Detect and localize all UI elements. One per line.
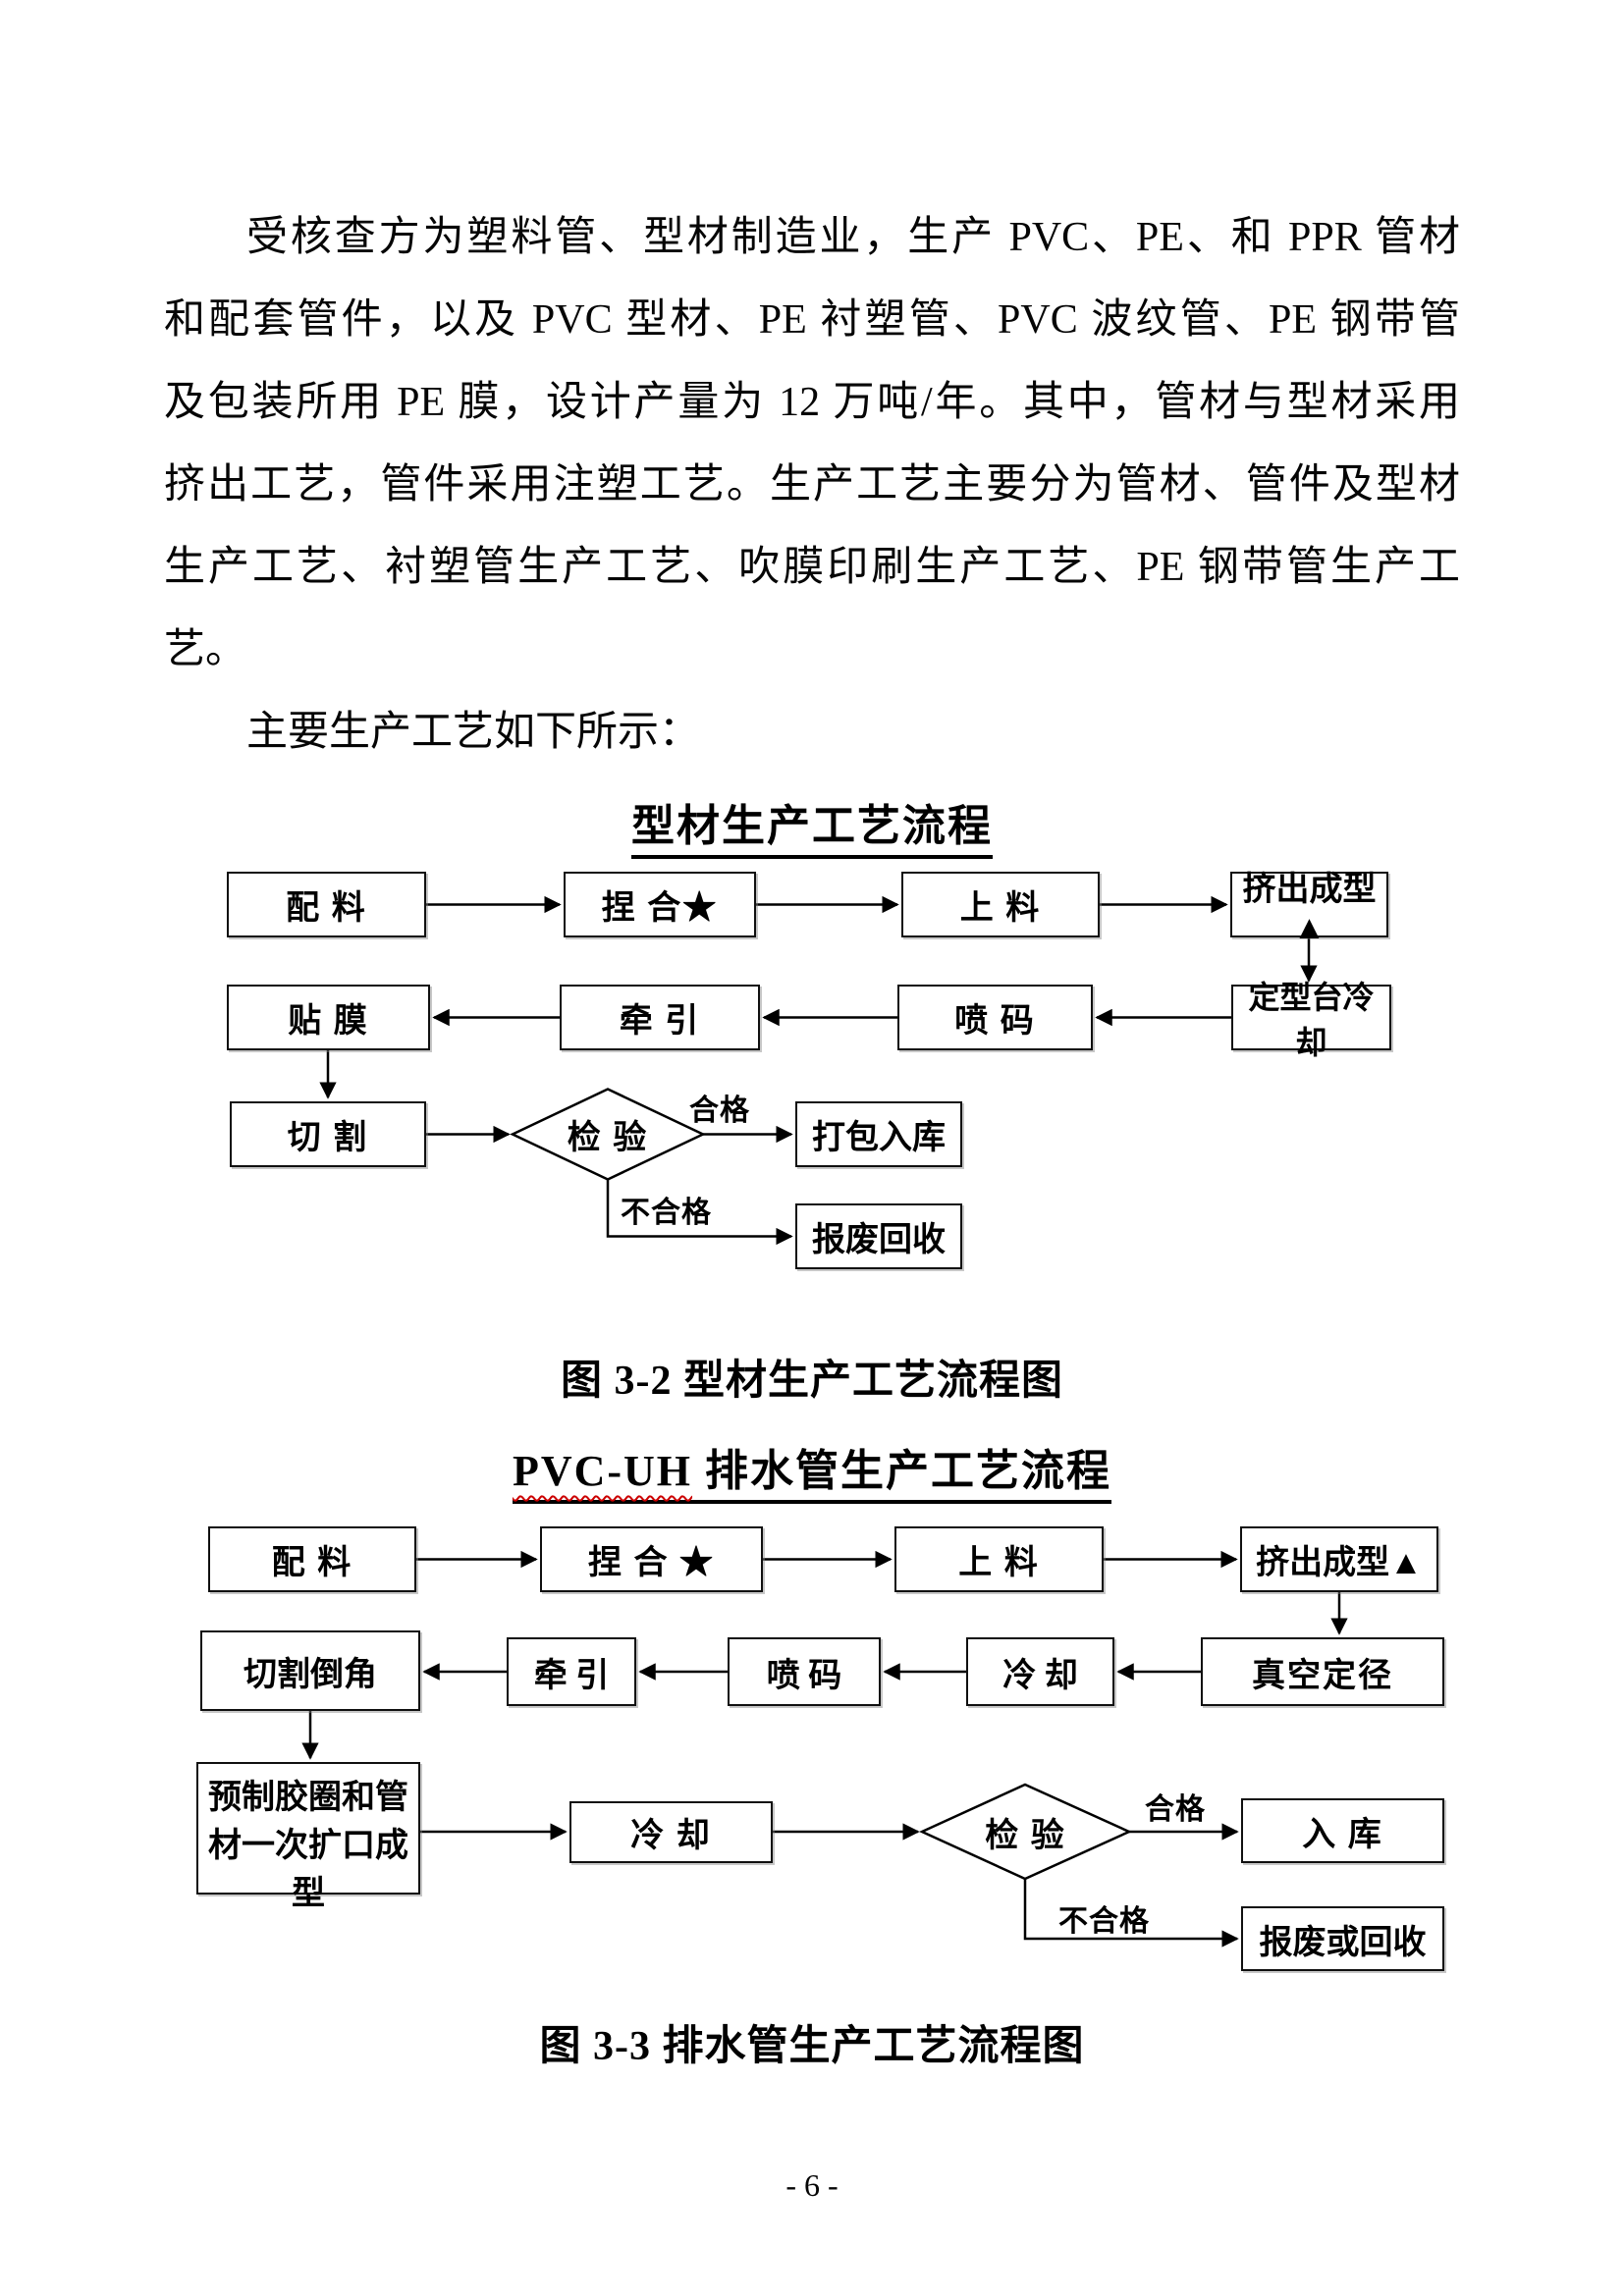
- edge-label-fail: 不合格: [621, 1197, 712, 1229]
- flowchart-node: 配 料: [227, 872, 426, 937]
- decision-node-label: 检 验: [985, 1817, 1066, 1854]
- figure2-title-rest: 排水管生产工艺流程: [692, 1447, 1112, 1495]
- edge-label-fail: 不合格: [1058, 1905, 1150, 1938]
- figure1-title: 型材生产工艺流程: [0, 790, 1624, 859]
- flowchart-node: 切割倒角: [200, 1630, 420, 1711]
- flowchart-node: 配 料: [208, 1526, 416, 1592]
- flowchart-node: 牵 引: [507, 1637, 636, 1706]
- flowchart-node: 喷 码: [897, 985, 1093, 1050]
- flowchart-node: 牵 引: [560, 985, 760, 1050]
- flowchart-node: 预制胶圈和管 材一次扩口成型: [196, 1762, 420, 1912]
- flowchart-node: 捏 合 ★: [540, 1526, 763, 1592]
- figure2-caption: 图 3-3 排水管生产工艺流程图: [539, 2024, 1085, 2069]
- flowchart-node: 挤出成型▲: [1230, 872, 1388, 946]
- flowchart-node: 切 割: [230, 1101, 426, 1167]
- edge-label-pass: 合格: [1145, 1793, 1206, 1826]
- flowchart-node-line: 材一次扩口成型: [208, 1828, 408, 1912]
- page-number: - 6 -: [785, 2167, 839, 2203]
- flowchart-node: 冷 却: [966, 1637, 1114, 1706]
- body-paragraph: 受核查方为塑料管、型材制造业，生产 PVC、PE、和 PPR 管材 和配套管件，…: [164, 196, 1460, 774]
- flowchart-figure1: 配 料 捏 合★ 上 料 挤出成型▲ 贴 膜 牵 引 喷 码 定型台冷却 切 割…: [0, 854, 1624, 1296]
- flowchart-node: 上 料: [894, 1526, 1104, 1592]
- flowchart-node: 喷 码: [728, 1637, 881, 1706]
- flowchart-node-line: 预制胶圈和管: [208, 1780, 408, 1816]
- figure2-title-pvcuh: PVC-UH: [512, 1447, 693, 1495]
- figure2-title-text: PVC-UH 排水管生产工艺流程: [512, 1435, 1112, 1504]
- flowchart-node: 冷 却: [569, 1801, 773, 1863]
- decision-node-label: 检 验: [567, 1119, 649, 1156]
- paragraph-line: 受核查方为塑料管、型材制造业，生产 PVC、PE、和 PPR 管材: [246, 215, 1460, 260]
- figure1-caption: 图 3-2 型材生产工艺流程图: [561, 1359, 1063, 1404]
- flowchart-node: 打包入库: [795, 1101, 962, 1167]
- flowchart-connectors: [319, 895, 1318, 1246]
- figure1-title-text: 型材生产工艺流程: [631, 790, 993, 859]
- figure2-title: PVC-UH 排水管生产工艺流程: [0, 1435, 1624, 1504]
- flowchart-connectors: [301, 1550, 1348, 1948]
- flowchart-node: 上 料: [901, 872, 1100, 937]
- flowchart-node: 报废或回收: [1241, 1906, 1444, 1971]
- flowchart-node: 捏 合★: [564, 872, 756, 937]
- paragraph-line: 艺。: [164, 627, 247, 672]
- flowchart-node: 定型台冷却: [1231, 980, 1391, 1060]
- flowchart-node: 真空定径: [1201, 1637, 1444, 1706]
- flowchart-node: 报废回收: [795, 1203, 962, 1269]
- paragraph-line: 及包装所用 PE 膜，设计产量为 12 万吨/年。其中，管材与型材采用: [164, 380, 1460, 425]
- paragraph-line: 挤出工艺，管件采用注塑工艺。生产工艺主要分为管材、管件及型材: [164, 462, 1460, 507]
- flowchart-node: 贴 膜: [227, 985, 430, 1050]
- paragraph-line: 和配套管件，以及 PVC 型材、PE 衬塑管、PVC 波纹管、PE 钢带管: [164, 297, 1460, 343]
- flowchart-node: 入 库: [1241, 1798, 1444, 1863]
- edge-label-pass: 合格: [689, 1095, 750, 1127]
- paragraph-line: 生产工艺、衬塑管生产工艺、吹膜印刷生产工艺、PE 钢带管生产工: [164, 545, 1460, 590]
- flowchart-figure2: 配 料 捏 合 ★ 上 料 挤出成型▲ 切割倒角 牵 引 喷 码 冷 却 真空定…: [0, 1512, 1624, 1983]
- paragraph-line: 主要生产工艺如下所示：: [246, 710, 701, 755]
- flowchart-node: 挤出成型▲: [1240, 1526, 1438, 1592]
